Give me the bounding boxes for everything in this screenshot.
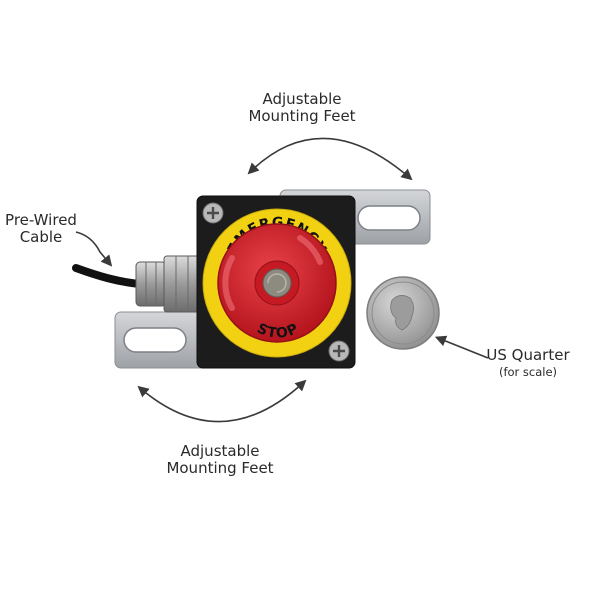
cable-pointer-arrow <box>75 231 113 267</box>
cable <box>72 264 144 288</box>
reset-indicator-icon <box>262 268 292 298</box>
top-mounting-feet-label: Adjustable Mounting Feet <box>232 91 372 125</box>
us-quarter-label: US Quarter (for scale) <box>478 347 578 379</box>
cable-label-line-1: Pre-Wired <box>5 211 77 229</box>
pre-wired-cable-label: Pre-Wired Cable <box>0 212 82 246</box>
us-quarter-coin <box>366 276 440 350</box>
bottom-curved-arrow <box>137 379 307 423</box>
cable-gland <box>135 255 201 313</box>
bottom-mounting-feet-label: Adjustable Mounting Feet <box>150 443 290 477</box>
bottom-label-line-1: Adjustable <box>180 442 260 460</box>
screw-bottom-right <box>328 340 350 362</box>
quarter-label: US Quarter <box>486 346 570 364</box>
screw-top-left <box>202 202 224 224</box>
cable-label-line-2: Cable <box>19 227 63 246</box>
top-label-line-1: Adjustable <box>262 90 342 108</box>
top-label-line-2: Mounting Feet <box>248 106 356 125</box>
quarter-note: (for scale) <box>498 364 558 379</box>
top-curved-arrow <box>247 137 413 181</box>
quarter-pointer-arrow <box>434 335 489 359</box>
bottom-label-line-2: Mounting Feet <box>166 458 274 477</box>
